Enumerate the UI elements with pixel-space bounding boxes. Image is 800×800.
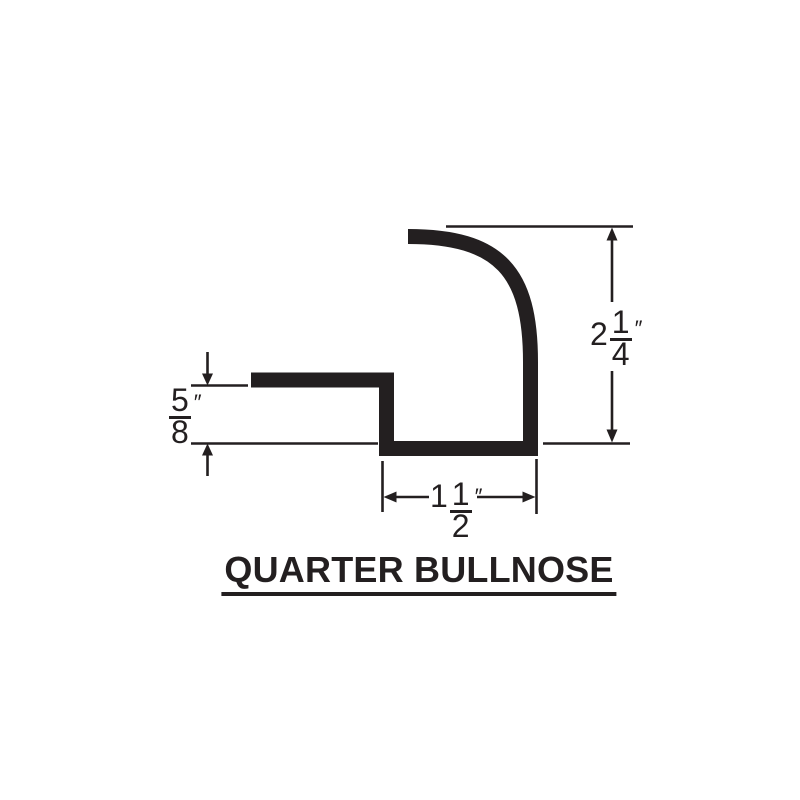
whole-number: 1 [430,478,448,514]
dimension-label-height: 2 1 4 ″ [590,304,642,372]
width-dimension-group [381,459,538,514]
inch-mark: ″ [192,390,201,415]
fraction-bar [169,415,191,419]
fraction-denominator: 2 [451,507,470,544]
arrow-up-icon [202,443,213,456]
fraction-denominator: 8 [171,413,189,450]
dimension-label-width: 1 1 2 ″ [430,476,482,544]
inch-mark: ″ [633,316,642,341]
diagram-title: QUARTER BULLNOSE [221,552,617,596]
fraction-bar [609,337,632,341]
arrow-up-icon [606,227,618,241]
dimension-label-thickness: 5 8 ″ [167,382,201,450]
arrow-down-icon [606,429,618,443]
whole-number: 2 [590,316,608,352]
arrow-right-icon [522,491,536,503]
fraction-numerator: 1 [451,476,470,512]
fraction-numerator: 1 [611,304,630,340]
arrow-left-icon [383,491,397,503]
fraction-numerator: 5 [171,382,189,418]
fraction-denominator: 4 [611,335,630,372]
arrow-down-icon [202,373,213,386]
quarter-bullnose-profile-outline [251,229,538,456]
height-dimension-group [446,225,633,445]
fraction-bar [449,509,472,513]
thickness-fraction: 5 8 [169,382,191,450]
inch-mark: ″ [473,484,482,509]
thickness-dimension-group [191,352,378,476]
height-fraction: 1 4 [609,304,632,372]
width-fraction: 1 2 [449,476,472,544]
